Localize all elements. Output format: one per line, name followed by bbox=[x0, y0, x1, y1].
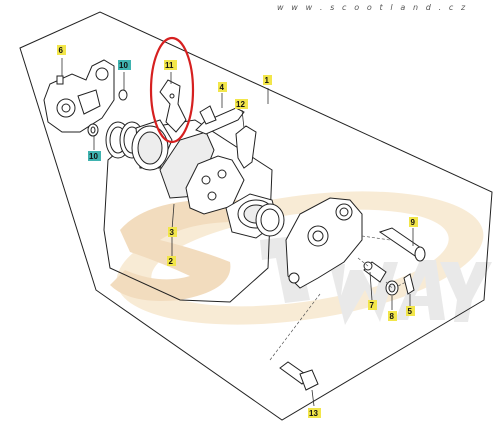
callout-10-upper: 10 bbox=[118, 60, 131, 70]
svg-text:6: 6 bbox=[59, 46, 64, 55]
svg-text:5: 5 bbox=[408, 307, 413, 316]
pin-bolt bbox=[403, 273, 415, 295]
caliper-bracket bbox=[43, 59, 115, 133]
highlight-circle bbox=[149, 36, 195, 144]
callout-13: 13 bbox=[308, 408, 321, 418]
assembly-frame bbox=[19, 11, 493, 421]
svg-text:2: 2 bbox=[169, 257, 174, 266]
callout-12: 12 bbox=[235, 99, 248, 109]
svg-text:10: 10 bbox=[89, 152, 98, 161]
slide-pin bbox=[378, 227, 426, 262]
callout-7: 7 bbox=[368, 300, 377, 310]
bleeder-valve bbox=[363, 261, 387, 283]
leader-lines bbox=[61, 58, 414, 407]
piston-lower bbox=[225, 193, 285, 239]
callout-2: 2 bbox=[167, 256, 176, 266]
rubber-boot-lower bbox=[87, 123, 99, 137]
svg-text:11: 11 bbox=[165, 61, 174, 70]
svg-text:8: 8 bbox=[390, 312, 395, 321]
caliper-body bbox=[285, 197, 363, 289]
svg-text:7: 7 bbox=[370, 301, 375, 310]
callout-4: 4 bbox=[218, 82, 227, 92]
pad-retainer-clip bbox=[159, 79, 187, 133]
watermark-url: w w w . s c o o t l a n d . c z bbox=[277, 3, 468, 12]
callout-3: 3 bbox=[168, 227, 177, 237]
pad-spring bbox=[195, 105, 245, 135]
svg-text:3: 3 bbox=[170, 228, 175, 237]
bleeder-screw bbox=[56, 75, 64, 85]
svg-text:9: 9 bbox=[411, 218, 416, 227]
callout-9: 9 bbox=[409, 217, 418, 227]
rubber-boot-upper bbox=[118, 89, 128, 101]
callout-10-lower: 10 bbox=[88, 151, 101, 161]
mounting-bolt bbox=[279, 361, 319, 391]
svg-text:12: 12 bbox=[236, 100, 245, 109]
svg-text:13: 13 bbox=[309, 409, 318, 418]
svg-text:4: 4 bbox=[220, 83, 225, 92]
pad-clip bbox=[235, 125, 257, 169]
bleeder-cap bbox=[385, 280, 399, 296]
callout-6: 6 bbox=[57, 45, 66, 55]
callout-11: 11 bbox=[164, 60, 177, 70]
brake-pad-right bbox=[185, 155, 245, 215]
piston-upper bbox=[131, 119, 173, 171]
callout-1: 1 bbox=[263, 75, 272, 85]
svg-text:1: 1 bbox=[265, 76, 270, 85]
callout-5: 5 bbox=[406, 306, 415, 316]
callout-8: 8 bbox=[388, 311, 397, 321]
assembly-guides bbox=[269, 235, 407, 361]
svg-text:10: 10 bbox=[119, 61, 128, 70]
